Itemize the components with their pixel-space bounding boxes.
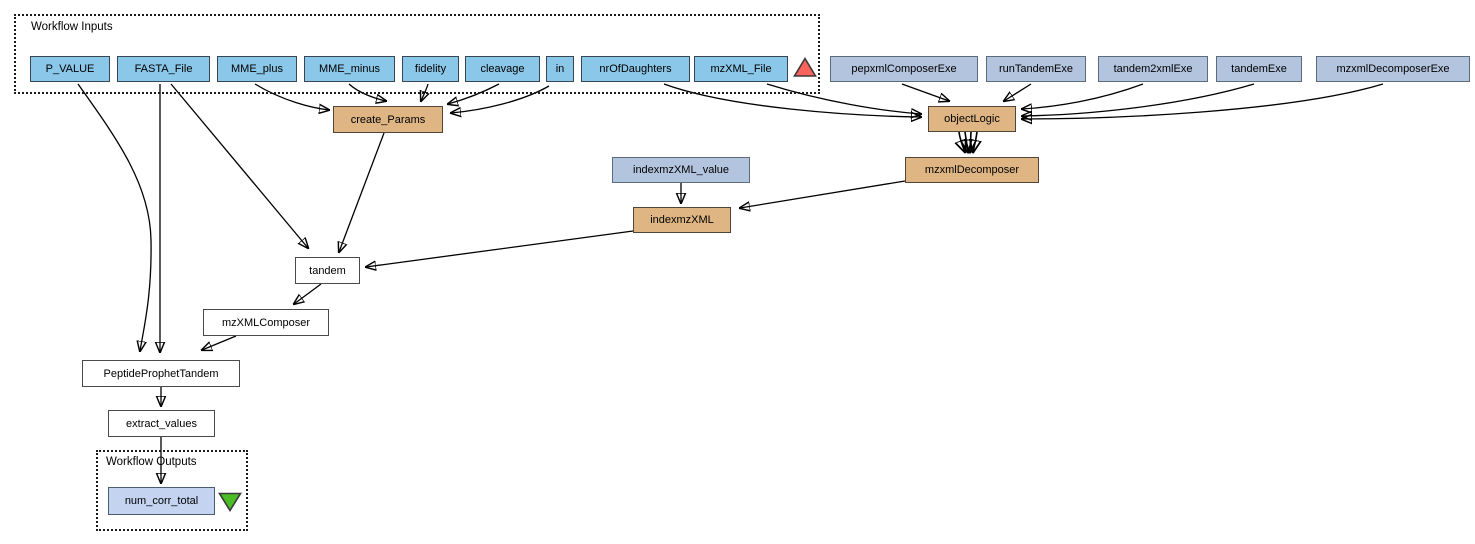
input-port-mme-minus[interactable]: MME_minus: [304, 56, 395, 82]
edge-mmeminus-to-createparams: [348, 83, 386, 101]
workflow-inputs-group: [14, 14, 820, 94]
processor-extract-values[interactable]: extract_values: [108, 410, 215, 437]
edge-createparams-to-tandem: [339, 132, 385, 252]
input-port-fidelity[interactable]: fidelity: [402, 56, 459, 82]
processor-tandem[interactable]: tandem: [295, 257, 360, 284]
processor-create-params[interactable]: create_Params: [333, 106, 443, 133]
edge-tandemexe-to-objectlogic: [1022, 83, 1255, 116]
edge-objectlogic-to-mzxmldecomposer-1: [959, 131, 965, 152]
processor-peptideprophettandem[interactable]: PeptideProphetTandem: [82, 360, 240, 387]
constant-runtandemexe[interactable]: runTandemExe: [986, 56, 1086, 82]
processor-objectlogic[interactable]: objectLogic: [928, 106, 1016, 132]
workflow-outputs-title: Workflow Outputs: [106, 456, 197, 468]
edge-mmeplus-to-createparams: [254, 83, 329, 110]
input-port-mme-plus[interactable]: MME_plus: [217, 56, 297, 82]
processor-mzxmldecomposer[interactable]: mzxmlDecomposer: [905, 157, 1039, 183]
edge-mzxmldecomposer-to-indexmzxml: [740, 180, 906, 208]
edge-tandem2xmlexe-to-objectlogic: [1022, 83, 1144, 109]
edge-objectlogic-to-mzxmldecomposer-3: [970, 131, 971, 152]
constant-tandemexe[interactable]: tandemExe: [1216, 56, 1302, 82]
constant-mzxmldecomposerexe[interactable]: mzxmlDecomposerExe: [1316, 56, 1470, 82]
workflow-outputs-group: [96, 450, 248, 531]
edge-in-to-createparams: [451, 85, 550, 113]
edge-mzxmlfile-to-objectlogic: [766, 83, 921, 114]
input-port-nrofdaughters[interactable]: nrOfDaughters: [581, 56, 690, 82]
edge-fastafile-to-tandem: [170, 83, 308, 248]
input-port-mzxml-file[interactable]: mzXML_File: [694, 56, 788, 82]
edge-cleavage-to-createparams: [448, 83, 500, 104]
output-marker-green-triangle-icon: [218, 492, 242, 512]
edge-indexmzxml-to-tandem: [366, 230, 634, 267]
input-port-in[interactable]: in: [546, 56, 574, 82]
edge-mzxmlcomposer-to-peptideprophettandem: [202, 335, 237, 350]
edge-mzxmldecomposerexe-to-objectlogic: [1022, 83, 1384, 119]
edge-objectlogic-to-mzxmldecomposer-4: [973, 131, 977, 152]
edge-runtandemexe-to-objectlogic: [1004, 83, 1032, 101]
input-port-fasta-file[interactable]: FASTA_File: [117, 56, 210, 82]
processor-indexmzxml[interactable]: indexmzXML: [633, 207, 731, 233]
edge-pepxmlcomposerexe-to-objectlogic: [901, 83, 949, 101]
constant-indexmzxml-value[interactable]: indexmzXML_value: [612, 157, 750, 183]
edge-tandem-to-mzxmlcomposer: [294, 283, 322, 304]
workflow-inputs-title: Workflow Inputs: [31, 21, 113, 33]
edge-pvalue-to-peptideprophettandem: [77, 83, 152, 351]
constant-tandem2xmlexe[interactable]: tandem2xmlExe: [1098, 56, 1208, 82]
input-port-cleavage[interactable]: cleavage: [465, 56, 540, 82]
input-port-p-value[interactable]: P_VALUE: [30, 56, 110, 82]
input-marker-red-triangle-icon: [793, 57, 817, 77]
processor-mzxmlcomposer[interactable]: mzXMLComposer: [203, 309, 329, 336]
output-port-num-corr-total[interactable]: num_corr_total: [108, 487, 215, 515]
edge-objectlogic-to-mzxmldecomposer-2: [965, 131, 968, 152]
constant-pepxmlcomposerexe[interactable]: pepxmlComposerExe: [830, 56, 978, 82]
